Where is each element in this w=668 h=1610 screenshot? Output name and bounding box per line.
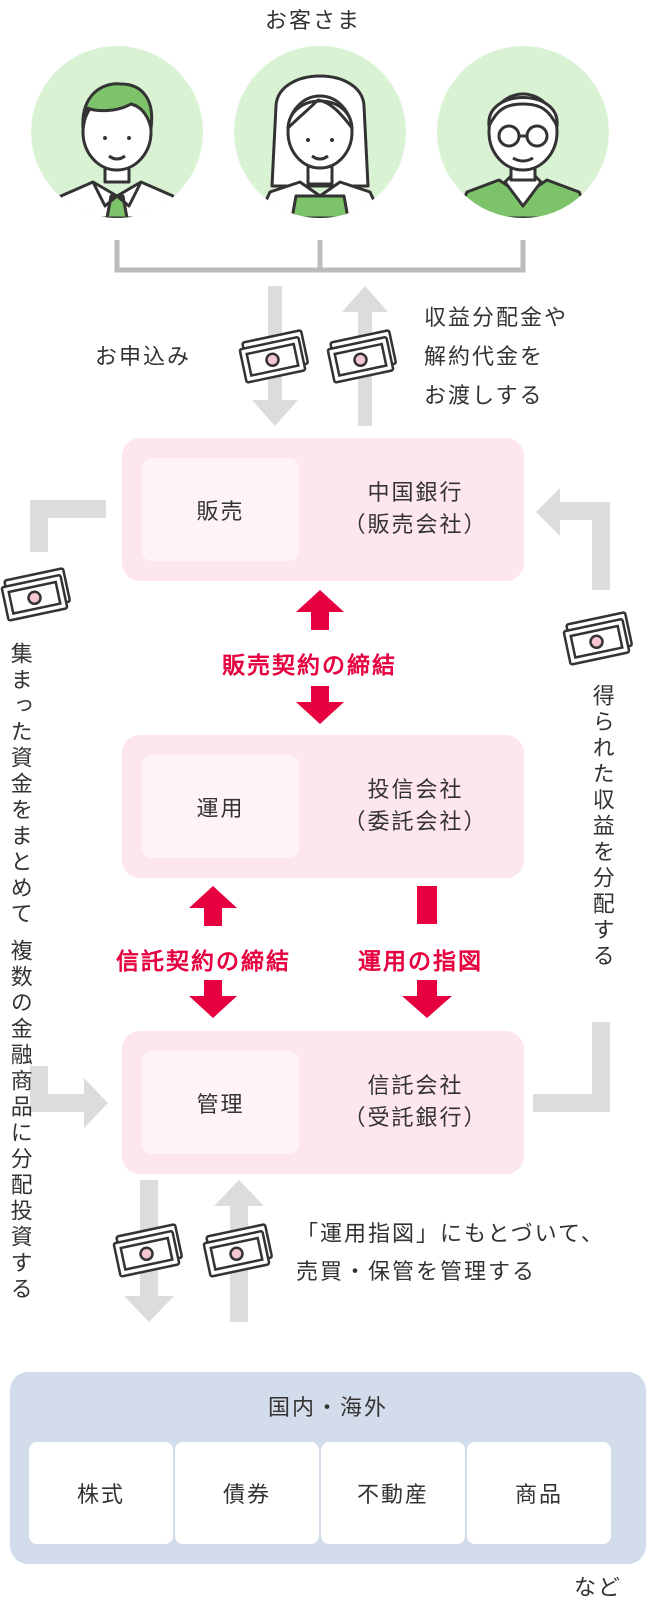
markets-box: 国内・海外 株式 債券 不動産 商品 xyxy=(10,1372,646,1564)
left-side-line-1: 集まった資金をまとめて xyxy=(6,642,32,928)
right-flow-arrow xyxy=(533,488,610,1112)
instruction-bar xyxy=(402,886,452,1018)
role-operation: 運用 xyxy=(142,755,299,858)
entity-name: 信託会社 xyxy=(367,1073,464,1099)
customer-elderly-man-avatar xyxy=(437,46,609,218)
asset-stocks: 株式 xyxy=(29,1442,173,1544)
customers-bracket xyxy=(114,240,526,273)
management-company-name: 投信会社 （委託会社） xyxy=(307,735,524,878)
role-sales: 販売 xyxy=(142,458,299,561)
trust-contract-label: 信託契約の締結 xyxy=(116,949,291,975)
left-side-text: 集まった資金をまとめて 複数の金融商品に分配投資する xyxy=(4,642,34,1303)
bottom-flow-line-1: 「運用指図」にもとづいて、 xyxy=(296,1222,605,1247)
customer-young-man-avatar xyxy=(31,46,203,218)
entity-subname: （受託銀行） xyxy=(343,1105,488,1131)
asset-commodities: 商品 xyxy=(467,1442,611,1544)
banknote-icon xyxy=(562,611,633,666)
left-flow-arrow xyxy=(30,500,108,1128)
entity-name: 投信会社 xyxy=(367,777,464,803)
left-side-line-2: 複数の金融商品に分配投資する xyxy=(6,939,32,1303)
management-company-box: 運用 投信会社 （委託会社） xyxy=(122,735,524,878)
entity-subname: （販売会社） xyxy=(343,512,488,538)
trust-contract-arrow-down xyxy=(189,980,237,1018)
right-side-text: 得られた収益を分配する xyxy=(588,684,614,970)
asset-real-estate: 不動産 xyxy=(321,1442,465,1544)
asset-bonds: 債券 xyxy=(175,1442,319,1544)
trust-contract-arrow-up xyxy=(189,886,237,926)
instruction-label: 運用の指図 xyxy=(358,949,483,975)
markets-title: 国内・海外 xyxy=(267,1396,388,1421)
customers-label: お客さま xyxy=(265,9,362,34)
banknote-icon xyxy=(0,567,71,622)
apply-label: お申込み xyxy=(95,345,192,370)
payout-line-3: お渡しする xyxy=(424,384,544,409)
entity-subname: （委託会社） xyxy=(343,809,488,835)
sales-company-box: 販売 中国銀行 （販売会社） xyxy=(122,438,524,581)
banknote-icon xyxy=(202,1223,273,1278)
role-administration: 管理 xyxy=(142,1051,299,1154)
entity-name: 中国銀行 xyxy=(367,480,464,506)
sales-contract-label: 販売契約の締結 xyxy=(222,653,397,679)
bottom-flow-line-2: 売買・保管を管理する xyxy=(296,1260,537,1285)
sales-contract-arrow-down xyxy=(296,686,344,724)
payout-line-2: 解約代金を xyxy=(424,345,545,370)
banknote-icon xyxy=(112,1223,183,1278)
etc-label: など xyxy=(574,1576,623,1601)
payout-line-1: 収益分配金や xyxy=(424,306,569,331)
trustee-bank-name: 信託会社 （受託銀行） xyxy=(307,1031,524,1174)
customer-woman-avatar xyxy=(234,46,406,218)
bottom-arrow-up xyxy=(214,1180,264,1322)
sales-company-name: 中国銀行 （販売会社） xyxy=(307,438,524,581)
sales-contract-arrow-up xyxy=(296,590,344,630)
banknote-icon xyxy=(326,329,397,384)
banknote-icon xyxy=(238,329,309,384)
trustee-bank-box: 管理 信託会社 （受託銀行） xyxy=(122,1031,524,1174)
